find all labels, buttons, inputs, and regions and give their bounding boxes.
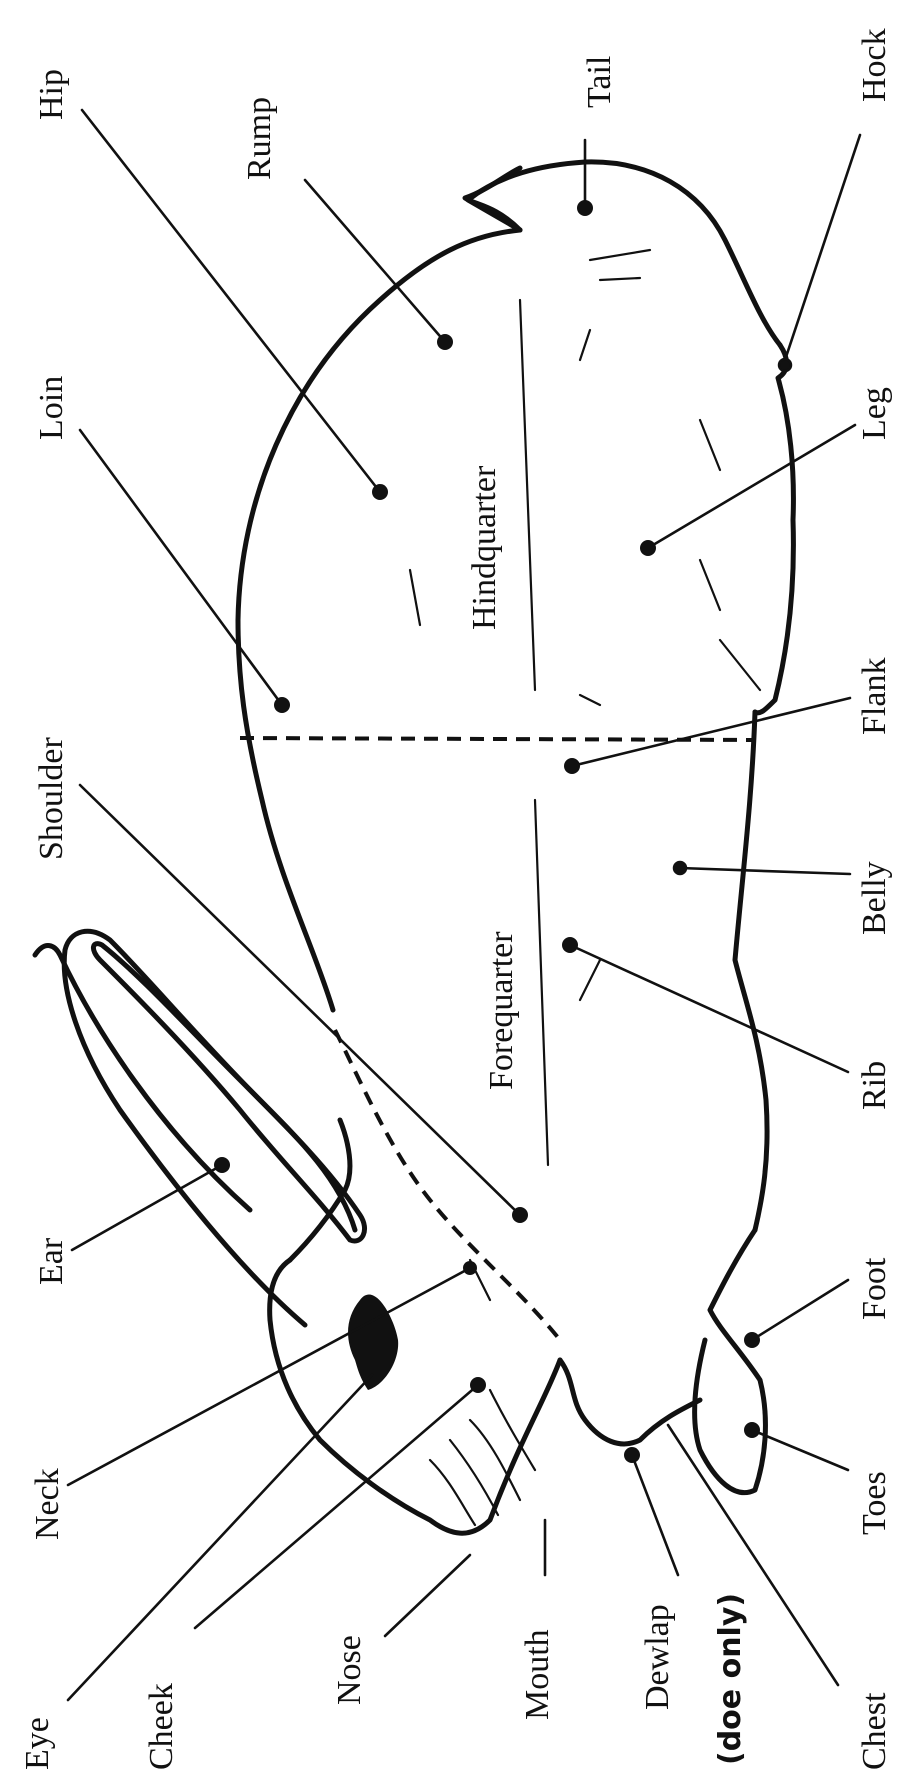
loin-dot xyxy=(274,697,290,713)
chest-leader xyxy=(668,1425,838,1685)
label-forequarter: Forequarter xyxy=(483,931,520,1090)
hindleg-contour xyxy=(755,345,793,713)
label-mouth: Mouth xyxy=(519,1629,556,1720)
label-nose: Nose xyxy=(331,1635,368,1705)
label-tail: Tail xyxy=(581,56,618,108)
loin-leader xyxy=(80,430,282,705)
shoulder-leader xyxy=(80,785,520,1215)
neck-dot xyxy=(463,1261,477,1275)
toes-dot xyxy=(744,1422,760,1438)
foot-leader xyxy=(752,1280,848,1340)
label-hock: Hock xyxy=(856,28,893,102)
label-leg: Leg xyxy=(856,387,893,440)
label-hindquarter: Hindquarter xyxy=(466,465,503,630)
belly-dot xyxy=(674,862,686,874)
rump-dot xyxy=(437,334,453,350)
hindquarter-guide xyxy=(520,300,535,690)
label-rump: Rump xyxy=(241,97,278,180)
cheek-leader xyxy=(195,1385,478,1628)
label-hip: Hip xyxy=(33,69,70,120)
hip-dot xyxy=(372,484,388,500)
neck-dashed-line xyxy=(335,1030,560,1340)
eye-leader xyxy=(68,1375,372,1700)
foreleg-contour xyxy=(695,1230,766,1493)
label-toes: Toes xyxy=(856,1471,893,1535)
hock-dot xyxy=(779,359,791,371)
label-flank: Flank xyxy=(856,658,893,735)
ear-leader xyxy=(72,1165,222,1250)
leg-leader xyxy=(648,425,855,548)
label-eye: Eye xyxy=(19,1717,56,1770)
belly-contour xyxy=(735,712,767,1230)
forequarter-guide xyxy=(535,800,548,1165)
labels: Hip Rump Tail Hock Loin Leg Hindquarter … xyxy=(19,28,893,1770)
leg-dot xyxy=(640,540,656,556)
dewlap-leader xyxy=(632,1455,678,1575)
rib-dot xyxy=(562,937,578,953)
label-neck: Neck xyxy=(29,1468,66,1540)
ear-dot xyxy=(214,1157,230,1173)
label-rib: Rib xyxy=(856,1061,893,1110)
rabbit-outline xyxy=(35,162,793,1533)
foot-dot xyxy=(744,1332,760,1348)
tail-dot xyxy=(577,200,593,216)
label-doe-only: (doe only) xyxy=(713,1593,748,1765)
flank-leader xyxy=(572,698,850,766)
hip-leader xyxy=(82,110,380,492)
label-cheek: Cheek xyxy=(143,1683,180,1770)
sketch-marks xyxy=(410,250,760,1300)
label-shoulder: Shoulder xyxy=(33,737,70,860)
shoulder-dot xyxy=(512,1207,528,1223)
hock-leader xyxy=(785,135,860,360)
nose-leader xyxy=(385,1555,470,1636)
chest-contour xyxy=(560,1360,700,1444)
outer-ear xyxy=(64,931,355,1325)
rump-leader xyxy=(305,180,445,342)
label-loin: Loin xyxy=(33,376,70,440)
label-ear: Ear xyxy=(33,1237,70,1285)
label-foot: Foot xyxy=(856,1257,893,1320)
label-belly: Belly xyxy=(856,861,893,935)
label-chest: Chest xyxy=(856,1692,893,1770)
belly-leader xyxy=(680,868,850,874)
dewlap-dot xyxy=(624,1447,640,1463)
rib-leader xyxy=(570,945,848,1072)
cheek-dot xyxy=(470,1377,486,1393)
mouth-marks xyxy=(430,1390,535,1525)
label-dewlap: Dewlap xyxy=(639,1604,676,1710)
flank-dot xyxy=(564,758,580,774)
